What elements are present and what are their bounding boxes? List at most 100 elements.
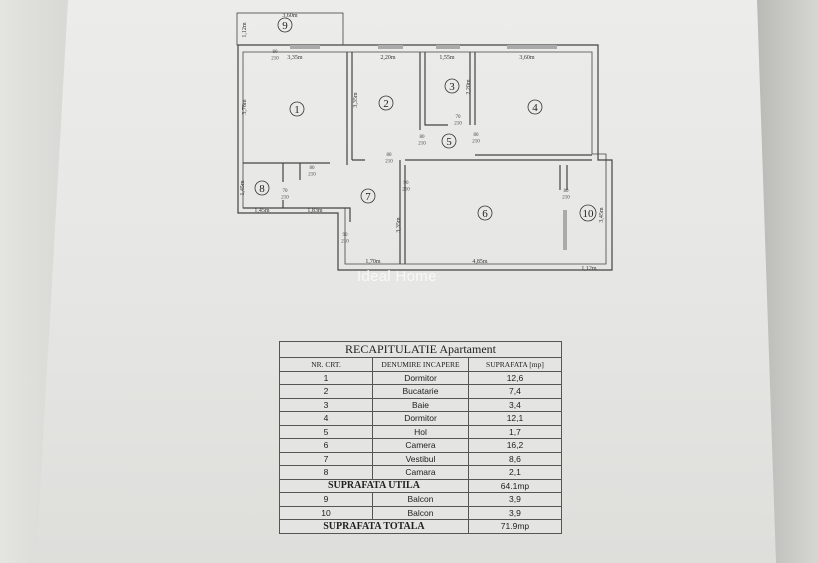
cell-area: 3,9 bbox=[467, 505, 563, 520]
svg-text:6: 6 bbox=[482, 208, 488, 220]
cell-name: Dormitor bbox=[372, 411, 469, 426]
room-6-marker: 6 bbox=[477, 205, 493, 221]
svg-text:80: 80 bbox=[273, 50, 279, 55]
svg-text:2: 2 bbox=[383, 98, 389, 110]
useful-area-value: 64.1mp bbox=[467, 478, 563, 493]
svg-text:70: 70 bbox=[456, 115, 462, 120]
dim-room2-height: 3,35m bbox=[353, 92, 359, 108]
room-3-marker: 3 bbox=[444, 78, 460, 94]
window bbox=[507, 45, 557, 49]
window bbox=[436, 45, 460, 49]
cell-name: Bucatarie bbox=[372, 384, 469, 399]
cell-nr: 2 bbox=[278, 384, 374, 399]
cell-area: 12,6 bbox=[467, 370, 563, 385]
dim-room8-width: 1,45m bbox=[254, 208, 270, 214]
cell-name: Vestibul bbox=[372, 451, 469, 466]
cell-nr: 4 bbox=[278, 411, 374, 426]
cell-name: Balcon bbox=[372, 505, 469, 520]
dim-room3-width: 1,55m bbox=[439, 55, 455, 61]
svg-text:210: 210 bbox=[281, 196, 289, 201]
dim-balcony9-depth: 1,12m bbox=[242, 22, 248, 38]
svg-text:210: 210 bbox=[308, 173, 316, 178]
header-name: DENUMIRE INCAPERE bbox=[372, 357, 469, 372]
watermark: Ideal Home bbox=[357, 268, 437, 285]
table-title: RECAPITULATIE Apartament bbox=[279, 341, 562, 358]
svg-text:210: 210 bbox=[402, 188, 410, 193]
cell-name: Balcon bbox=[372, 492, 469, 507]
cell-name: Baie bbox=[372, 397, 469, 412]
svg-text:5: 5 bbox=[446, 136, 452, 148]
cell-nr: 7 bbox=[278, 451, 374, 466]
cell-name: Dormitor bbox=[372, 370, 469, 385]
room-4-marker: 4 bbox=[527, 99, 543, 115]
svg-text:3: 3 bbox=[449, 81, 455, 93]
wall-3-4 bbox=[469, 52, 476, 125]
cell-nr: 9 bbox=[278, 492, 374, 507]
cell-area: 3,4 bbox=[467, 397, 563, 412]
room-8-marker: 8 bbox=[254, 180, 270, 196]
svg-text:7: 7 bbox=[365, 191, 371, 203]
room-10-marker: 10 bbox=[579, 204, 597, 222]
dim-room7-width-top: 1,83m bbox=[307, 208, 323, 214]
wall-1-2 bbox=[346, 52, 353, 165]
svg-text:90: 90 bbox=[404, 181, 410, 186]
svg-text:210: 210 bbox=[562, 196, 570, 201]
dim-room4-width: 3,60m bbox=[519, 55, 535, 61]
svg-text:1: 1 bbox=[294, 104, 300, 116]
svg-text:80: 80 bbox=[474, 133, 480, 138]
wall-8-bottom bbox=[243, 207, 351, 222]
svg-text:4: 4 bbox=[532, 102, 538, 114]
cell-area: 1,7 bbox=[467, 424, 563, 439]
cell-area: 16,2 bbox=[467, 438, 563, 453]
dim-room1-width: 3,35m bbox=[287, 55, 303, 61]
cell-nr: 5 bbox=[278, 424, 374, 439]
cell-nr: 1 bbox=[278, 370, 374, 385]
dim-room3-height: 2,20m bbox=[466, 79, 472, 95]
window bbox=[563, 210, 567, 250]
cell-area: 8,6 bbox=[467, 451, 563, 466]
cell-area: 2,1 bbox=[467, 465, 563, 480]
svg-text:8: 8 bbox=[259, 183, 265, 195]
header-area: SUPRAFATA [mp] bbox=[467, 357, 563, 372]
room-9-marker: 9 bbox=[277, 17, 293, 33]
wall-2-3 bbox=[419, 52, 448, 130]
dim-room1-height: 3,78m bbox=[242, 99, 248, 115]
table-title-row: RECAPITULATIE Apartament bbox=[279, 341, 562, 358]
cell-name: Camara bbox=[372, 465, 469, 480]
svg-text:210: 210 bbox=[385, 160, 393, 165]
dim-room8-height: 1,45m bbox=[240, 180, 246, 196]
svg-text:210: 210 bbox=[341, 240, 349, 245]
room-numbers: 1 2 3 4 5 6 7 8 9 10 bbox=[254, 17, 597, 222]
cell-area: 12,1 bbox=[467, 411, 563, 426]
total-area-value: 71.9mp bbox=[467, 519, 563, 534]
svg-text:80: 80 bbox=[310, 166, 316, 171]
svg-text:210: 210 bbox=[271, 57, 279, 62]
total-area-label: SUPRAFATA TOTALA bbox=[279, 519, 469, 534]
cell-nr: 8 bbox=[278, 465, 374, 480]
useful-area-label: SUPRAFATA UTILA bbox=[279, 478, 469, 493]
header-nr: NR. CRT. bbox=[278, 357, 374, 372]
dim-room7-width-bottom: 1,70m bbox=[365, 259, 381, 265]
svg-text:210: 210 bbox=[472, 140, 480, 145]
svg-text:210: 210 bbox=[418, 142, 426, 147]
cell-name: Camera bbox=[372, 438, 469, 453]
room-7-marker: 7 bbox=[360, 188, 376, 204]
